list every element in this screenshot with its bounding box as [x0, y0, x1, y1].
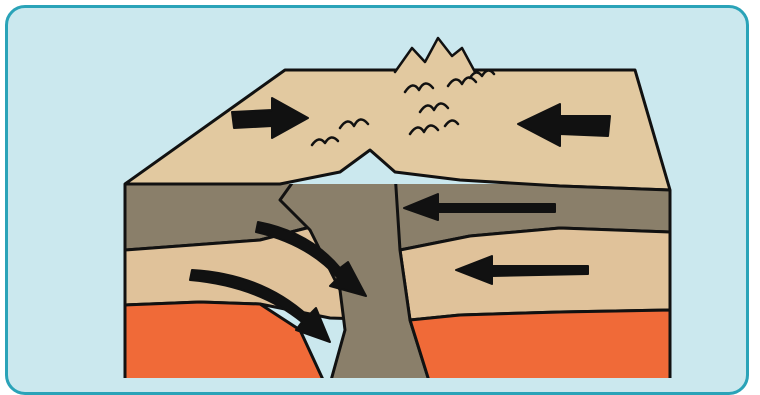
mantle-right: [410, 310, 670, 378]
plate-collision-diagram: [0, 0, 760, 378]
